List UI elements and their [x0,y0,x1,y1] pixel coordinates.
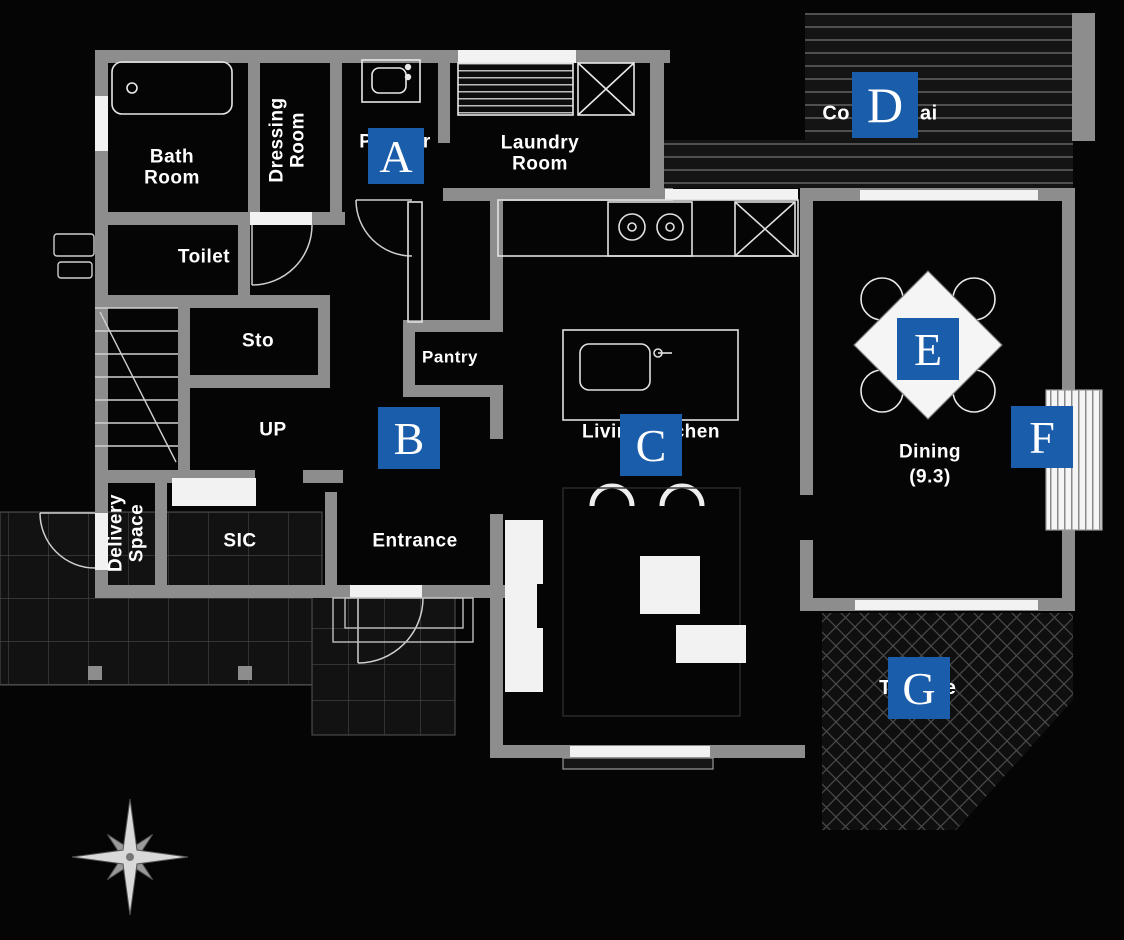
room-label-sic: SIC [223,530,257,552]
porch-steps-icon [332,597,474,643]
room-label-dining: Dining [898,441,962,463]
bathtub-icon [111,61,233,115]
deck-label-left: Co [822,102,850,125]
outdoor-unit-icon [53,233,95,279]
room-label-storage: Sto [241,330,275,352]
marker-b: B [378,407,440,469]
marker-d: D [852,72,918,138]
room-label-dining-area: (9.3) [909,466,951,488]
terrace-area [822,613,1073,830]
living-step-icon [562,757,714,770]
wood-deck [658,13,1073,188]
marker-f: F [1011,406,1073,468]
marker-c: C [620,414,682,476]
room-label-toilet: Toilet [177,246,231,268]
tv-board-icon [505,520,543,692]
room-label-pantry: Pantry [422,347,478,367]
counter-stools-icon [589,483,705,507]
stove-icon [607,201,693,257]
refrigerator-space-icon [734,201,796,257]
marker-e: E [897,318,959,380]
low-table-icon [640,556,700,614]
rug-outline [562,487,741,717]
door-arcs [39,199,424,664]
compass-icon [71,798,189,916]
stairs-icon [95,307,178,463]
sofa-icon [676,625,746,663]
vanity-sink-icon [361,59,421,103]
room-label-entrance: Entrance [372,530,458,552]
laundry-counter-icon [457,62,574,116]
marker-g: G [888,657,950,719]
label-stairs-up: UP [259,419,287,441]
shoe-shelf-icon [172,478,256,506]
marker-a: A [368,128,424,184]
washing-machine-icon [577,62,635,116]
deck-label-right: ai [920,102,938,125]
